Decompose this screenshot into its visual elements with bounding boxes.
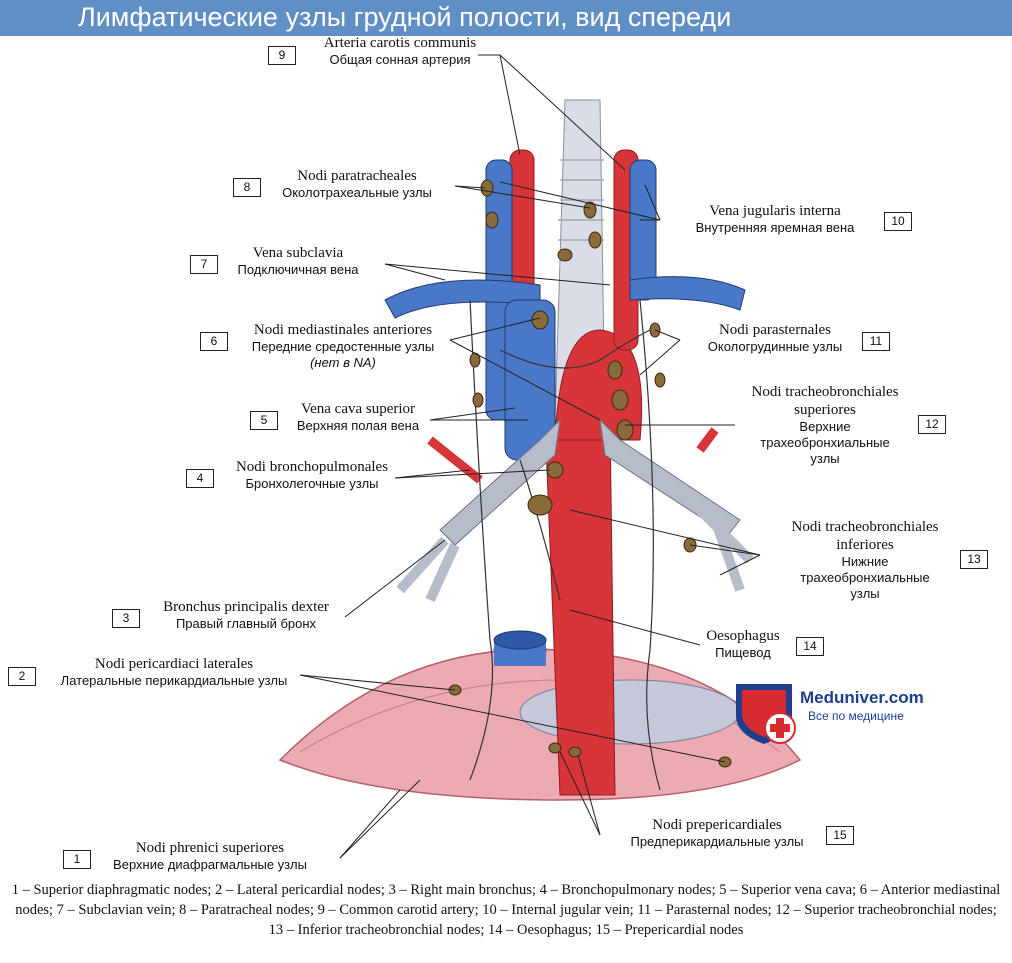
label-14: Oesophagus Пищевод [690, 627, 796, 661]
label-2: Nodi pericardiaci laterales Латеральные … [38, 655, 310, 689]
label-7-latin: Vena subclavia [252, 245, 344, 261]
label-12-russian-3: узлы [810, 451, 840, 466]
label-12-russian-1: Верхние [799, 419, 851, 434]
label-2-russian: Латеральные перикардиальные узлы [60, 673, 288, 688]
label-15: Nodi prepericardiales Предперикардиальны… [610, 816, 824, 850]
label-11-latin: Nodi parasternales [718, 322, 832, 338]
label-6-note: (нет в NA) [310, 355, 376, 370]
label-4-russian: Бронхолегочные узлы [245, 476, 379, 491]
label-6-russian: Передние средостенные узлы [251, 339, 435, 354]
anatomy-illustration [278, 54, 802, 859]
label-3: Bronchus principalis dexter Правый главн… [142, 598, 350, 632]
logo-tagline: Все по медицине [808, 709, 904, 723]
label-5-russian: Верхняя полая вена [296, 418, 420, 433]
label-1-latin: Nodi phrenici superiores [135, 840, 285, 856]
label-6-latin: Nodi mediastinales anteriores [253, 322, 433, 338]
label-12-latin-1: Nodi tracheobronchiales [751, 384, 899, 400]
page-title: Лимфатические узлы грудной полости, вид … [78, 2, 732, 32]
label-8-latin: Nodi paratracheales [297, 168, 417, 184]
label-number-12: 12 [918, 415, 946, 434]
label-13-russian-3: узлы [850, 586, 880, 601]
label-10-russian: Внутренняя яремная вена [695, 220, 855, 235]
label-13-latin-2: inferiores [836, 537, 894, 553]
logo-name: Meduniver.com [800, 688, 924, 707]
label-number-5: 5 [250, 411, 278, 430]
label-5: Vena cava superior Верхняя полая вена [278, 400, 438, 434]
label-13-russian-1: Нижние [841, 554, 889, 569]
label-6: Nodi mediastinales anteriores Передние с… [228, 321, 458, 371]
label-number-9: 9 [268, 46, 296, 65]
label-5-latin: Vena cava superior [300, 401, 416, 417]
label-14-latin: Oesophagus [706, 628, 780, 644]
meduniver-logo-icon [736, 684, 796, 744]
label-10-latin: Vena jugularis interna [709, 203, 841, 219]
label-4-latin: Nodi bronchopulmonales [235, 459, 389, 475]
figure-caption: 1 – Superior diaphragmatic nodes; 2 – La… [11, 882, 1001, 938]
label-12-russian-2: трахеобронхиальные [760, 435, 890, 450]
label-3-latin: Bronchus principalis dexter [163, 599, 329, 615]
label-4: Nodi bronchopulmonales Бронхолегочные уз… [214, 458, 410, 492]
label-13: Nodi tracheobronchiales inferiores Нижни… [765, 518, 965, 602]
aortic-arch [554, 329, 643, 441]
title-bar [0, 0, 1012, 36]
label-13-latin-1: Nodi tracheobronchiales [791, 519, 939, 535]
label-9-latin: Arteria carotis communis [323, 35, 477, 51]
label-12: Nodi tracheobronchiales superiores Верхн… [725, 383, 925, 467]
label-14-russian: Пищевод [715, 645, 771, 660]
label-number-13: 13 [960, 550, 988, 569]
label-9: Arteria carotis communis Общая сонная ар… [300, 34, 500, 68]
label-number-3: 3 [112, 609, 140, 628]
label-number-10: 10 [884, 212, 912, 231]
bronchus-right [439, 418, 561, 546]
label-8: Nodi paratracheales Околотрахеальные узл… [262, 167, 452, 201]
label-11: Nodi parasternales Окологрудинные узлы [690, 321, 860, 355]
label-1-russian: Верхние диафрагмальные узлы [113, 857, 307, 872]
label-number-1: 1 [63, 850, 91, 869]
label-number-2: 2 [8, 667, 36, 686]
label-15-russian: Предперикардиальные узлы [630, 834, 804, 849]
label-2-latin: Nodi pericardiaci laterales [94, 656, 254, 672]
label-number-4: 4 [186, 469, 214, 488]
label-number-14: 14 [796, 637, 824, 656]
label-13-russian-2: трахеобронхиальные [800, 570, 930, 585]
label-7: Vena subclavia Подключичная вена [218, 244, 378, 278]
label-10: Vena jugularis interna Внутренняя яремна… [675, 202, 875, 236]
label-3-russian: Правый главный бронх [175, 616, 317, 631]
label-7-russian: Подключичная вена [237, 262, 359, 277]
label-number-8: 8 [233, 178, 261, 197]
label-number-11: 11 [862, 332, 890, 351]
label-8-russian: Околотрахеальные узлы [282, 185, 432, 200]
label-15-latin: Nodi prepericardiales [652, 817, 782, 833]
label-number-7: 7 [190, 255, 218, 274]
label-9-russian: Общая сонная артерия [329, 52, 471, 67]
leader-lines [299, 54, 761, 859]
label-12-latin-2: superiores [794, 402, 856, 418]
label-11-russian: Окологрудинные узлы [707, 339, 843, 354]
label-number-6: 6 [200, 332, 228, 351]
label-number-15: 15 [826, 826, 854, 845]
label-1: Nodi phrenici superiores Верхние диафраг… [92, 839, 328, 873]
